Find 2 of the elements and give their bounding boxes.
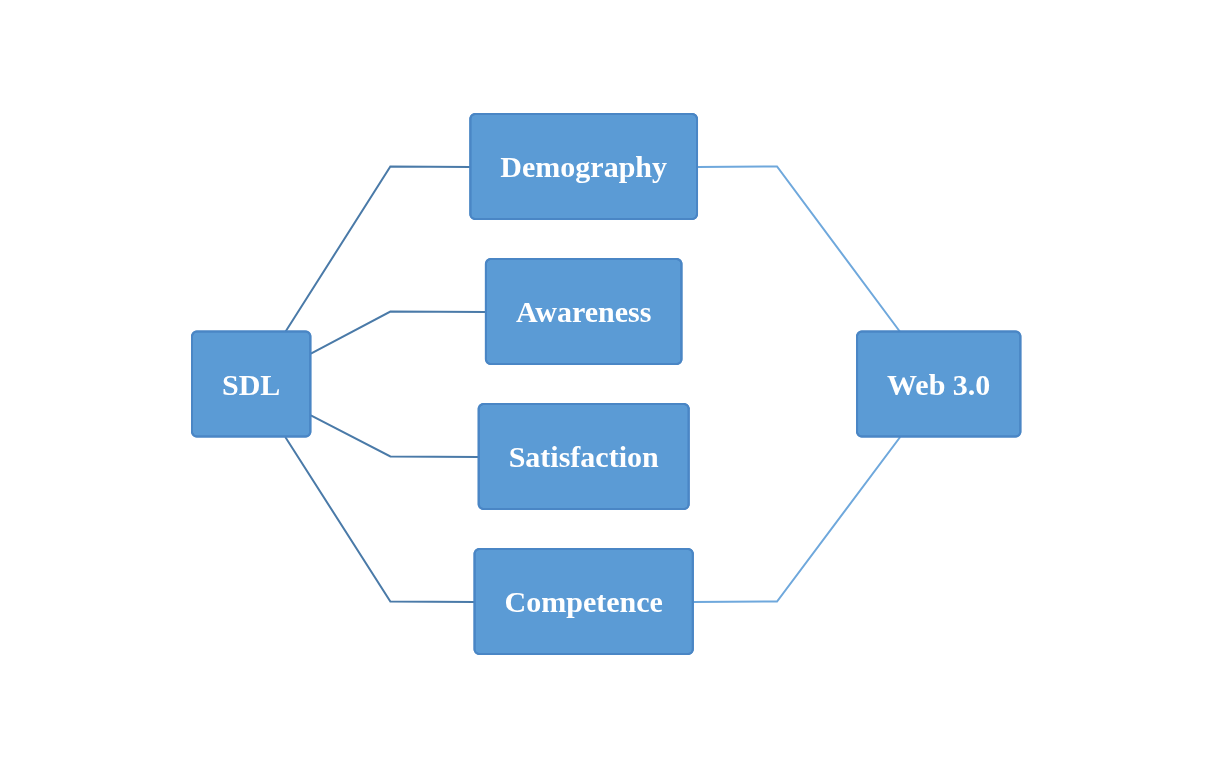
- connector: [692, 435, 901, 603]
- connector: [696, 165, 901, 333]
